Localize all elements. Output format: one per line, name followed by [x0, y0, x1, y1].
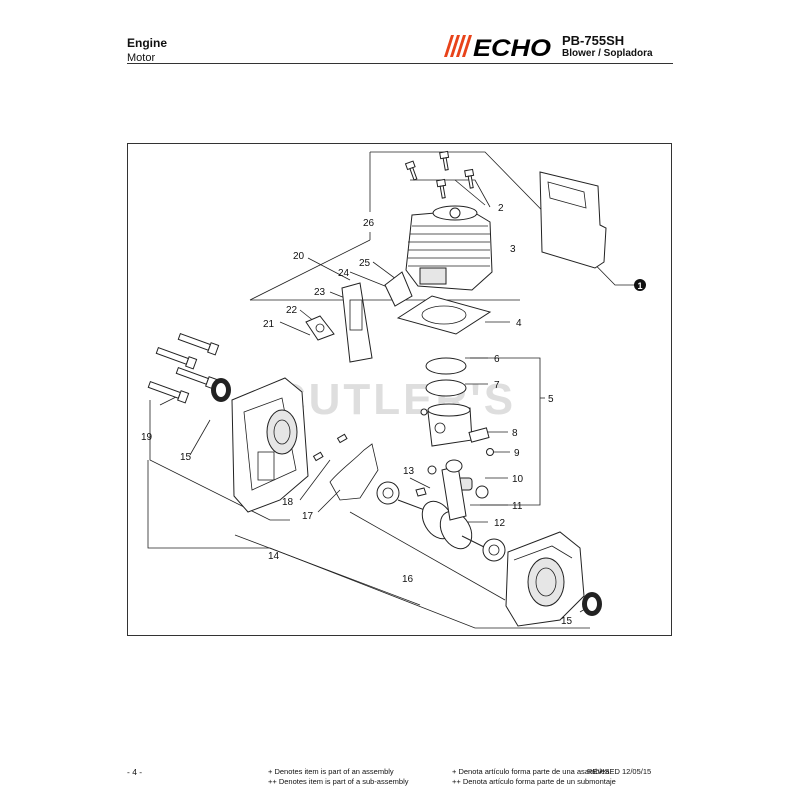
- header-divider: [127, 63, 673, 64]
- assembly-marker: [634, 279, 646, 291]
- callout-6: 6: [494, 354, 500, 365]
- crankcase-gasket: [329, 443, 379, 501]
- dowel-pin: [336, 433, 348, 444]
- cylinder-gasket: [396, 295, 492, 335]
- footnote-spanish: + Denota artículo forma parte de una asa…: [452, 767, 616, 787]
- page-number: - 4 -: [127, 767, 143, 777]
- model-subtitle: Blower / Sopladora: [562, 48, 653, 59]
- gasket-port: [349, 299, 363, 331]
- callout-16: 16: [402, 574, 414, 585]
- leader-line: [349, 511, 506, 601]
- footnote-assembly-es: + Denota artículo forma parte de una asa…: [452, 767, 610, 776]
- engine-exploded-diagram: .ln { stroke: #222; stroke-width: 0.8; f…: [127, 143, 672, 636]
- intake-insulator: [384, 271, 413, 307]
- dowel-pin: [312, 451, 324, 462]
- callout-8: 8: [512, 428, 518, 439]
- callout-10: 10: [512, 474, 524, 485]
- callout-2: 2: [498, 203, 504, 214]
- model-number: PB-755SH: [562, 33, 625, 48]
- footnote-subassembly-es: ++ Denota artículo forma parte de un sub…: [452, 777, 616, 786]
- brand-block: ECHO PB-755SH Blower / Sopladora: [442, 33, 682, 61]
- piston-clip: [420, 408, 428, 416]
- watermark-text: CUTLER'S: [274, 375, 516, 424]
- callout-24: 24: [338, 268, 350, 279]
- leader-line: [234, 534, 421, 606]
- piston-ring-upper: [425, 357, 467, 375]
- section-subtitle: Motor: [127, 52, 156, 64]
- piston: [427, 403, 473, 447]
- leader-line: [307, 257, 351, 281]
- heat-shield-plate: [539, 171, 607, 269]
- brand-name: ECHO: [473, 35, 551, 59]
- callout-26: 26: [363, 218, 375, 229]
- gasket-hole: [315, 323, 325, 333]
- leader-line: [189, 419, 211, 456]
- callout-12: 12: [494, 518, 506, 529]
- echo-logo: ECHO: [444, 35, 551, 59]
- callout-11: 11: [512, 501, 523, 512]
- callout-22: 22: [286, 305, 298, 316]
- callout-15-left: 15: [180, 452, 192, 463]
- callout-7: 7: [494, 380, 500, 391]
- cylinder-bolt-set: [404, 150, 475, 199]
- callout-20: 20: [293, 251, 305, 262]
- oil-seal-right: [582, 592, 602, 616]
- leader-line: [454, 179, 486, 206]
- leader-line: [299, 459, 331, 501]
- callout-4: 4: [516, 318, 522, 329]
- section-heading: Engine Motor: [127, 36, 167, 65]
- revision-date: REVISED 12/05/15: [587, 767, 652, 776]
- section-title: Engine: [127, 36, 168, 50]
- main-bearing-right: [482, 538, 506, 562]
- footnote-english: + Denotes item is part of an assembly ++…: [268, 767, 408, 787]
- crankcase-bolt-set: [147, 333, 220, 404]
- callout-9: 9: [514, 448, 520, 459]
- callout-18: 18: [282, 497, 294, 508]
- leader-line: [249, 239, 371, 301]
- leader-line: [279, 321, 311, 336]
- crankshaft: [397, 459, 491, 551]
- callout-5: 5: [548, 394, 554, 405]
- crankcase-right: [505, 531, 585, 627]
- footnote-subassembly: ++ Denotes item is part of a sub-assembl…: [268, 777, 409, 786]
- oil-seal-left: [211, 378, 231, 402]
- small-gasket: [305, 315, 335, 341]
- diagram-frame: [127, 143, 672, 636]
- callout-17: 17: [302, 511, 314, 522]
- callout-19: 19: [141, 432, 153, 443]
- gasket-bore: [421, 305, 467, 325]
- intake-gasket: [341, 282, 373, 363]
- callout-25: 25: [359, 258, 371, 269]
- callout-13: 13: [403, 466, 415, 477]
- main-bearing-left: [376, 481, 400, 505]
- footnote-assembly: + Denotes item is part of an assembly: [268, 767, 394, 776]
- leader-line: [410, 179, 491, 208]
- piston-pin-clip: [486, 448, 494, 456]
- leader-line: [149, 400, 290, 521]
- callout-14: 14: [268, 551, 280, 562]
- piston-ring-lower: [425, 379, 467, 397]
- callout-23: 23: [314, 287, 326, 298]
- callout-3: 3: [510, 244, 516, 255]
- crankcase-left: [231, 377, 309, 513]
- callout-15-right: 15: [561, 616, 573, 627]
- leader-line: [409, 477, 431, 489]
- woodruff-key: [415, 487, 427, 497]
- piston-pin: [468, 427, 490, 443]
- thrust-washer: [427, 465, 437, 475]
- callout-1: 1: [637, 281, 642, 291]
- cylinder: [405, 205, 493, 291]
- thrust-washer-lower: [475, 485, 489, 499]
- shield-cutout: [547, 181, 587, 209]
- callout-21: 21: [263, 319, 275, 330]
